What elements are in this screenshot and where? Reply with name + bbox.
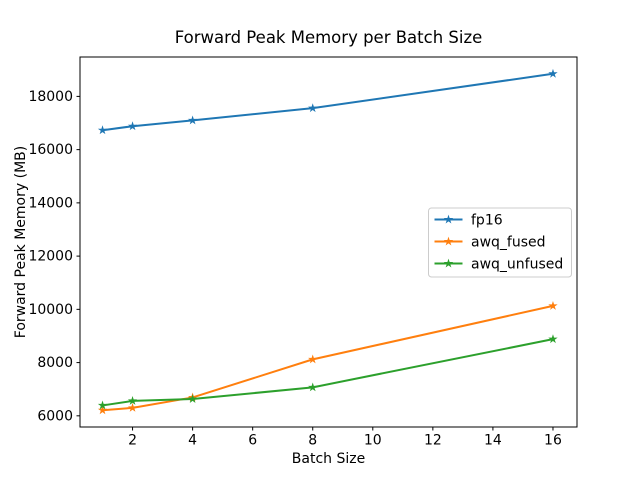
chart-title: Forward Peak Memory per Batch Size [174,28,483,47]
x-tick-label: 10 [364,433,382,449]
x-tick-label: 4 [188,433,197,449]
star-marker-awq_unfused-batch-1 [97,400,108,410]
y-tick-label: 12000 [28,249,73,265]
series-awq_fused [97,300,558,415]
legend-label-fp16: fp16 [471,213,503,229]
star-marker-awq_fused-batch-8 [308,354,318,364]
star-marker-fp16-batch-2 [127,121,138,131]
star-marker-awq_fused-batch-1 [97,405,108,415]
x-tick-label: 12 [424,433,442,449]
y-axis-label: Forward Peak Memory (MB) [13,145,29,339]
legend-star-marker-awq_unfused [443,258,454,268]
star-marker-awq_fused-batch-2 [127,402,138,412]
legend-star-marker-awq_fused [443,236,454,246]
x-tick-label: 8 [308,433,317,449]
legend-label-awq_unfused: awq_unfused [471,257,563,273]
star-marker-fp16-batch-4 [187,115,198,125]
legend: fp16 awq_fused awq_unfused [428,207,572,278]
star-marker-fp16-batch-8 [308,103,318,113]
series-line-awq_unfused [101,338,554,407]
x-axis-label: Batch Size [291,451,366,467]
series-fp16 [97,68,558,135]
star-marker-awq_fused-batch-16 [548,300,558,310]
legend-star-marker-fp16 [443,214,454,224]
x-tick-label: 16 [544,433,562,449]
series-line-awq_fused [101,304,554,412]
plot-frame [79,56,578,428]
x-tick-label: 14 [484,433,502,449]
y-tick-label: 6000 [37,408,73,424]
legend-box [428,207,572,278]
y-tick-label: 14000 [28,195,73,211]
x-tick-label: 6 [248,433,257,449]
star-marker-fp16-batch-16 [548,68,558,78]
y-tick-label: 8000 [37,355,73,371]
star-marker-awq_unfused-batch-16 [548,334,558,344]
star-marker-fp16-batch-1 [97,125,108,135]
star-marker-awq_unfused-batch-2 [127,396,138,405]
legend-label-awq_fused: awq_fused [471,235,546,251]
y-tick-label: 18000 [28,89,73,105]
star-marker-awq_unfused-batch-4 [187,394,198,404]
x-tick-label: 2 [128,433,137,449]
y-tick-label: 16000 [28,142,73,158]
y-tick-label: 10000 [28,302,73,318]
series-awq_unfused [97,334,558,410]
star-marker-awq_unfused-batch-8 [308,382,318,392]
series-line-fp16 [101,72,554,132]
